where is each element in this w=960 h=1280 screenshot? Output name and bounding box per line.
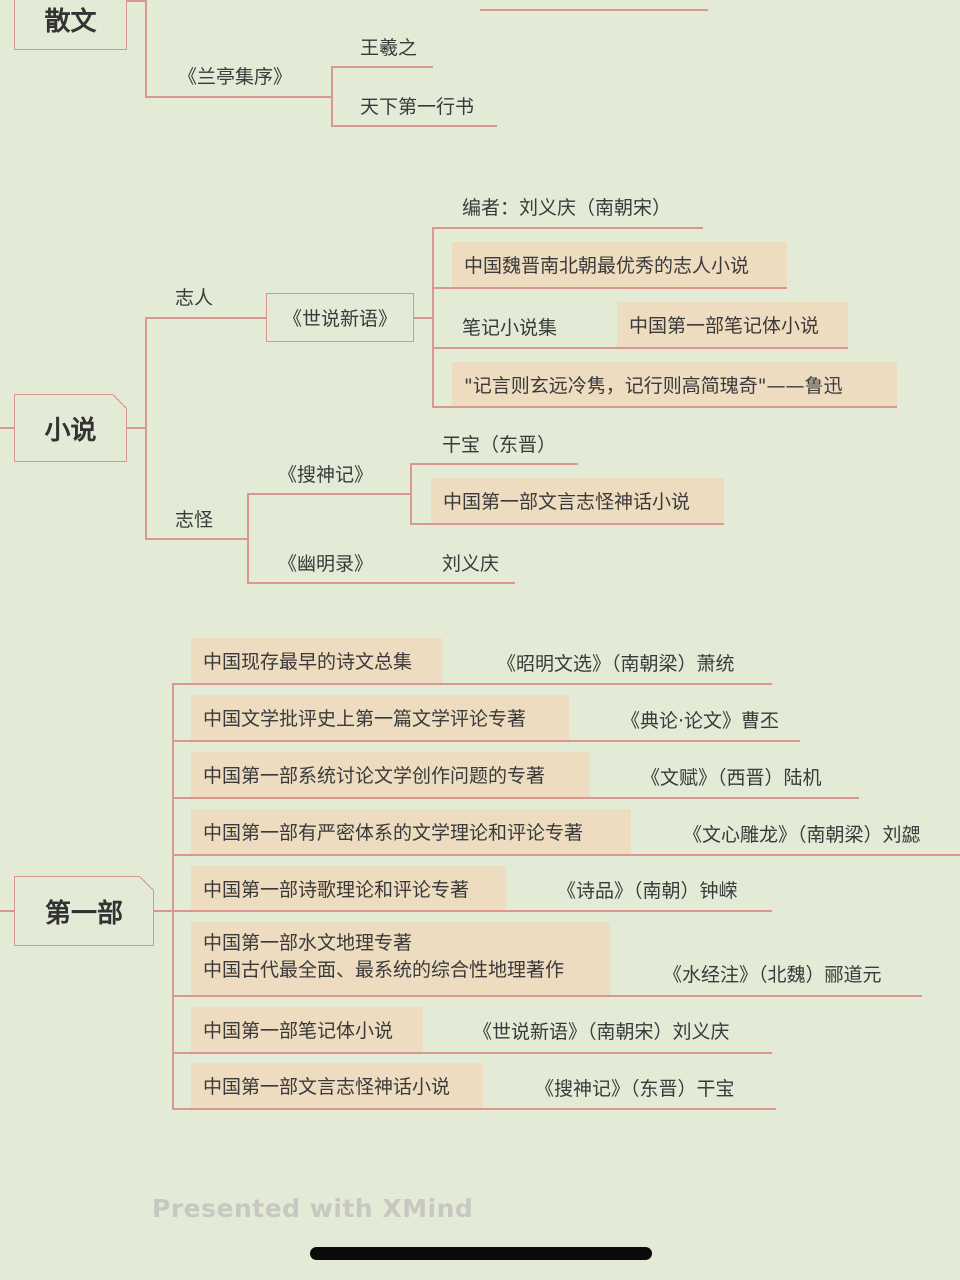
row-line xyxy=(172,995,922,997)
connector xyxy=(331,125,497,127)
topic-shishuo[interactable]: 《世说新语》 xyxy=(266,293,414,342)
connector xyxy=(145,96,332,98)
connector xyxy=(145,0,147,97)
connector xyxy=(127,0,145,2)
root-node-diyibu[interactable]: 第一部 xyxy=(14,876,154,946)
leaf-quote[interactable]: "记言则玄远冷隽，记行则高简瑰奇"——鲁迅 xyxy=(452,362,897,406)
row-line xyxy=(172,1052,772,1054)
connector xyxy=(432,287,787,289)
topic-lanting[interactable]: 《兰亭集序》 xyxy=(178,66,293,88)
connector xyxy=(172,683,174,1109)
connector xyxy=(145,317,266,319)
connector xyxy=(145,317,147,539)
connector xyxy=(410,463,412,524)
first-item-work[interactable]: 《诗品》（南朝）钟嵘 xyxy=(557,880,738,902)
root-label: 小说 xyxy=(44,415,97,446)
leaf-author[interactable]: 王羲之 xyxy=(360,37,418,59)
first-item-work[interactable]: 《昭明文选》（南朝梁）萧统 xyxy=(497,653,735,675)
connector xyxy=(247,582,515,584)
first-item-work[interactable]: 《文心雕龙》（南朝梁）刘勰 xyxy=(683,824,921,846)
fold-corner-icon xyxy=(140,876,154,890)
row-line xyxy=(172,683,772,685)
first-item-work[interactable]: 《水经注》（北魏）郦道元 xyxy=(663,964,882,986)
leaf-fame[interactable]: 天下第一行书 xyxy=(360,96,475,118)
first-item-desc[interactable]: 中国第一部笔记体小说 xyxy=(191,1007,423,1052)
root-label: 第一部 xyxy=(44,898,123,929)
root-node-sanwen[interactable]: 散文 xyxy=(14,0,127,50)
connector xyxy=(414,317,432,319)
row-line xyxy=(172,854,960,856)
connector xyxy=(145,538,247,540)
row-line xyxy=(172,1108,776,1110)
leaf-editor[interactable]: 编者：刘义庆（南朝宋） xyxy=(462,197,672,219)
connector xyxy=(410,523,724,525)
fold-corner-icon xyxy=(113,394,127,408)
first-item-desc[interactable]: 中国第一部诗歌理论和评论专著 xyxy=(191,866,506,910)
first-item-desc[interactable]: 中国第一部水文地理专著 中国古代最全面、最系统的综合性地理著作 xyxy=(191,922,610,995)
connector xyxy=(247,493,410,495)
leaf-biji[interactable]: 笔记小说集 xyxy=(462,317,558,339)
row-line xyxy=(172,910,772,912)
connector xyxy=(331,66,433,68)
first-item-desc[interactable]: 中国现存最早的诗文总集 xyxy=(191,638,442,683)
connector xyxy=(331,66,333,126)
first-item-desc[interactable]: 中国第一部有严密体系的文学理论和评论专著 xyxy=(191,809,631,854)
xmind-watermark: Presented with XMind xyxy=(152,1194,474,1223)
first-item-desc[interactable]: 中国第一部文言志怪神话小说 xyxy=(191,1063,483,1108)
topic-youming[interactable]: 《幽明录》 xyxy=(278,553,374,575)
leaf-liu[interactable]: 刘义庆 xyxy=(442,553,500,575)
connector xyxy=(127,427,145,429)
topic-soushen[interactable]: 《搜神记》 xyxy=(278,464,374,486)
topic-zhiren[interactable]: 志人 xyxy=(175,287,214,309)
connector xyxy=(432,406,897,408)
first-item-work[interactable]: 《典论·论文》曹丕 xyxy=(621,710,780,732)
topic-zhiguai[interactable]: 志怪 xyxy=(175,509,214,531)
row-line xyxy=(172,797,859,799)
connector xyxy=(154,910,172,912)
root-node-xiaoshuo[interactable]: 小说 xyxy=(14,394,127,462)
topic-label: 《世说新语》 xyxy=(282,308,397,330)
connector xyxy=(432,227,703,229)
root-label: 散文 xyxy=(44,6,97,37)
first-item-work[interactable]: 《文赋》（西晋）陆机 xyxy=(641,767,822,789)
connector xyxy=(0,427,14,429)
home-indicator[interactable] xyxy=(310,1247,652,1260)
connector xyxy=(432,227,434,407)
first-item-work[interactable]: 《搜神记》（东晋）干宝 xyxy=(535,1078,735,1100)
first-item-desc[interactable]: 中国文学批评史上第一篇文学评论专著 xyxy=(191,695,569,740)
connector xyxy=(247,493,249,583)
leaf-soushen-first[interactable]: 中国第一部文言志怪神话小说 xyxy=(431,478,724,523)
first-item-work[interactable]: 《世说新语》（南朝宋）刘义庆 xyxy=(473,1021,730,1043)
first-item-desc[interactable]: 中国第一部系统讨论文学创作问题的专著 xyxy=(191,752,590,797)
leaf-ganbao[interactable]: 干宝（东晋） xyxy=(442,434,557,456)
connector xyxy=(410,463,578,465)
connector xyxy=(480,9,708,11)
leaf-biji-first[interactable]: 中国第一部笔记体小说 xyxy=(617,302,848,347)
row-line xyxy=(172,740,800,742)
connector xyxy=(0,910,14,912)
leaf-best[interactable]: 中国魏晋南北朝最优秀的志人小说 xyxy=(452,242,787,287)
connector xyxy=(432,347,848,349)
